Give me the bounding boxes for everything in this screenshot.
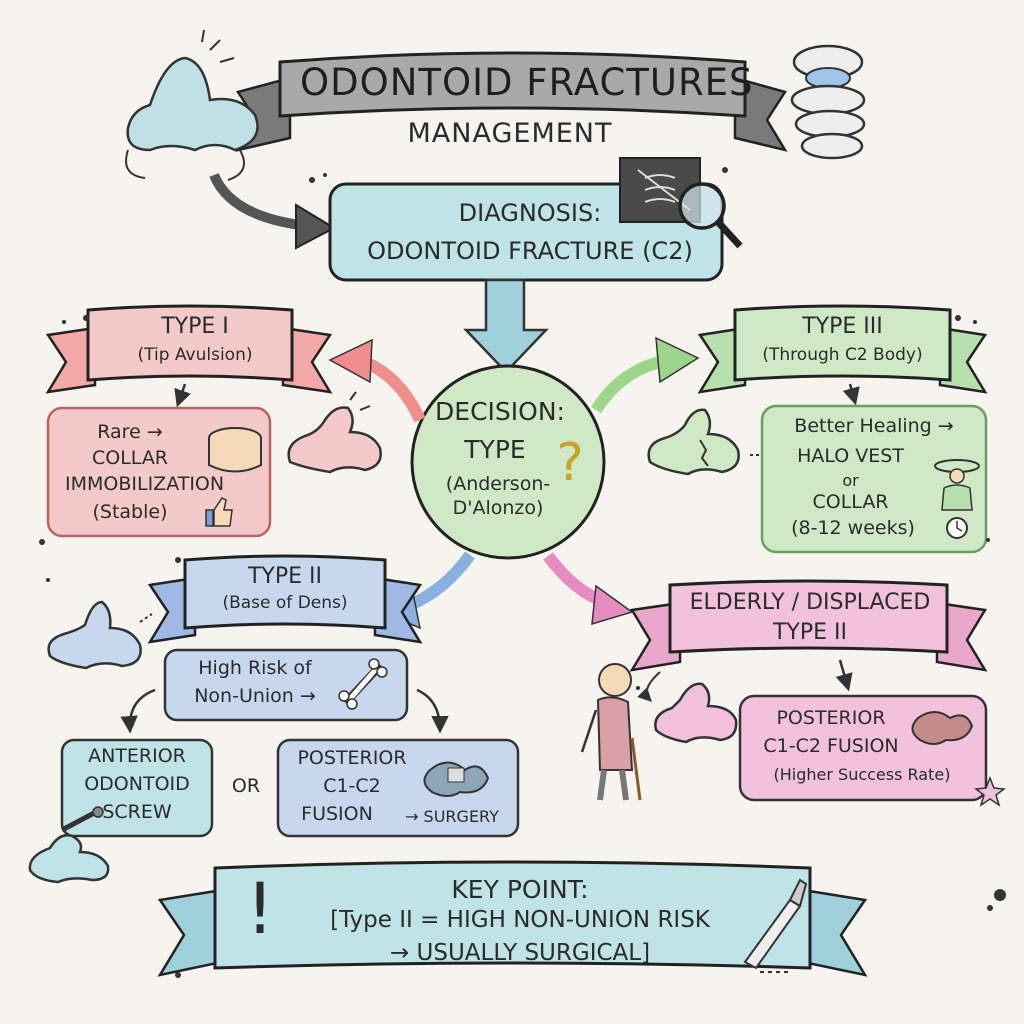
bone-icon [338, 658, 388, 710]
type3-box-line2: HALO VEST [797, 445, 904, 467]
clock-icon [946, 517, 968, 539]
type2-risk-line1: High Risk of [198, 657, 312, 679]
collar-icon [208, 427, 262, 473]
or-label: OR [231, 775, 261, 797]
type1-box-line1: Rare → [97, 421, 163, 443]
thumbs-up-icon [205, 497, 233, 527]
anterior-line3: SCREW [102, 801, 172, 823]
key-point-banner [157, 860, 868, 977]
type1-desc: (Tip Avulsion) [137, 345, 253, 365]
type2-desc: (Base of Dens) [222, 593, 348, 613]
type3-name: TYPE III [802, 314, 883, 339]
anterior-line1: ANTERIOR [88, 745, 186, 767]
screw-icon [60, 806, 104, 833]
spine-icon [790, 44, 866, 160]
decision-line4: D'Alonzo) [452, 497, 544, 519]
type1-name: TYPE I [161, 314, 229, 339]
vertebra-icon [28, 834, 110, 884]
type2-name: TYPE II [247, 564, 322, 589]
type3-box-line4: COLLAR [812, 491, 889, 513]
elderly-name: ELDERLY / DISPLACED [689, 590, 931, 615]
type3-box [760, 404, 988, 554]
type2-banner [147, 554, 423, 644]
vertebra-icon [647, 408, 740, 476]
type3-desc: (Through C2 Body) [762, 345, 923, 365]
key-point-line2: → USUALLY SURGICAL] [389, 940, 651, 966]
type1-box-line2: COLLAR [91, 447, 169, 469]
diagnosis-line1: DIAGNOSIS: [458, 199, 602, 227]
vertebra-icon [654, 682, 738, 744]
posterior-line3: FUSION [301, 803, 373, 825]
exclamation-icon: ! [245, 868, 275, 950]
vertebra-icon [423, 761, 490, 797]
star-icon [974, 775, 1006, 807]
decision-line3: (Anderson- [445, 473, 551, 495]
surgery-label: → SURGERY [405, 807, 499, 826]
anterior-line2: ODONTOID [84, 773, 190, 795]
decision-line2: TYPE [464, 435, 526, 464]
posterior-line1: POSTERIOR [297, 747, 407, 769]
elderly-box-line1: POSTERIOR [776, 707, 886, 729]
diagnosis-line2: ODONTOID FRACTURE (C2) [367, 237, 693, 265]
vertebra-icon [911, 711, 974, 745]
key-point-title: KEY POINT: [451, 875, 589, 904]
vertebra-icon [47, 600, 142, 670]
type1-banner [45, 304, 333, 394]
vertebra-icon [287, 391, 382, 474]
vertebra-icon [125, 29, 259, 181]
magnifier-icon [678, 182, 743, 249]
key-point-line1: [Type II = HIGH NON-UNION RISK [330, 907, 710, 933]
page-subtitle: MANAGEMENT [407, 118, 613, 149]
page-title: ODONTOID FRACTURES [300, 61, 754, 104]
type1-box-line3: IMMOBILIZATION [65, 473, 225, 495]
posterior-line2: C1-C2 [323, 775, 381, 797]
decision-line1: DECISION: [435, 397, 565, 426]
halo-vest-icon [934, 459, 980, 511]
elderly-name2: TYPE II [772, 620, 847, 645]
type1-box-line4: (Stable) [92, 501, 168, 523]
type3-box-line5: (8-12 weeks) [791, 517, 915, 539]
elderly-box-line3: (Higher Success Rate) [773, 765, 951, 784]
type3-box-line1: Better Healing → [794, 415, 954, 437]
decision-circle [410, 364, 606, 560]
type2-risk-line2: Non-Union → [194, 685, 316, 707]
question-mark-icon: ? [556, 433, 584, 493]
elderly-person-icon [580, 663, 642, 801]
elderly-banner [629, 579, 988, 672]
type3-box-line3: or [842, 471, 859, 490]
elderly-box-line2: C1-C2 FUSION [763, 735, 899, 757]
scalpel-icon [743, 878, 808, 973]
ink-splatter [39, 167, 1006, 978]
type3-banner [697, 304, 988, 394]
curved-arrow [209, 172, 301, 230]
